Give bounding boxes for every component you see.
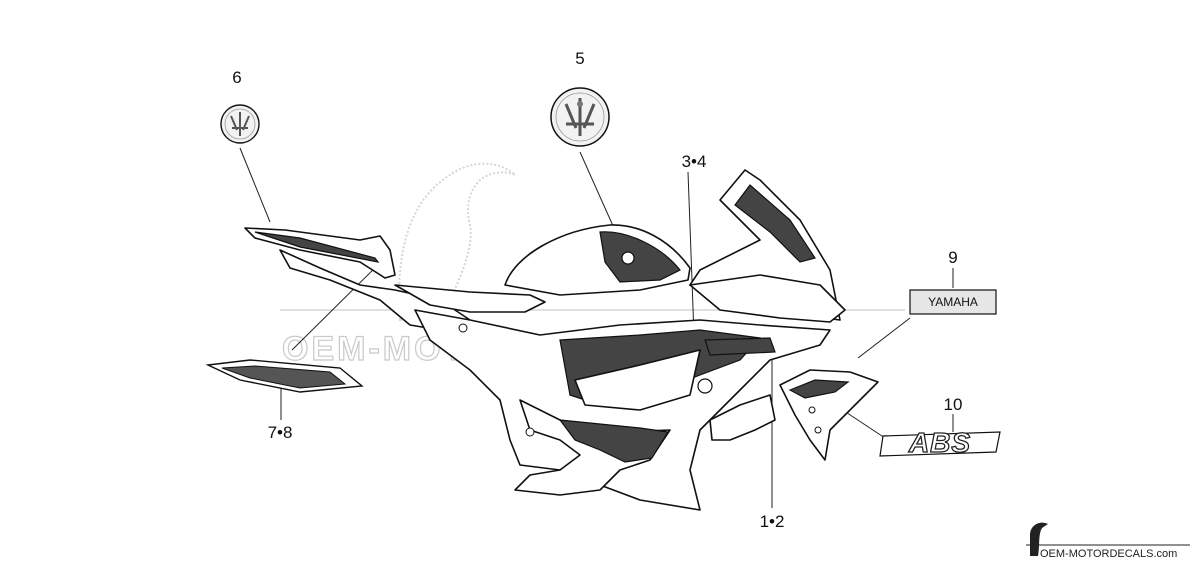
yamaha-decal-text: YAMAHA [928,295,978,309]
bird-logo-icon [1030,522,1048,556]
callout-6: 6 [232,68,241,87]
fender-stripe [788,379,850,399]
callout-3-4: 3•4 [682,152,707,171]
abs-decal-outline [879,431,1001,457]
headlight-cowl [689,274,846,323]
fairing-bolt [697,378,713,394]
tuning-fork-icon [230,112,250,136]
fender-bolt [808,406,816,414]
inner-fairing [709,394,776,441]
callout-10: 10 [944,395,963,414]
footer-logo: OEM-MOTORDECALS.com [1026,522,1190,560]
leader-lines [239,147,954,508]
fender-bolt [814,426,822,434]
tank-emblem-icon [621,251,635,265]
decal-5-emblem [550,87,610,147]
callout-9: 9 [948,248,957,267]
leader-78b [291,257,386,351]
yamaha-decal-box [909,289,997,315]
decal-9-yamaha: YAMAHA [909,289,997,315]
fairing-bolt [458,323,468,333]
fairing-stripe [734,184,816,263]
tank-panel [599,231,681,283]
decal-10-abs: ABS [879,426,1001,459]
leader-6 [239,147,271,223]
side-cover [394,284,546,313]
tail-stripe [254,231,380,263]
leader-34 [687,171,695,336]
callout-1-2: 1•2 [760,512,785,531]
callout-5: 5 [575,49,584,68]
abs-decal-text: ABS [908,427,971,458]
watermark-bird-icon [398,162,516,321]
footer-text: OEM-MOTORDECALS.com [1040,548,1177,560]
motorcycle-fairing [244,169,879,511]
tail-decal-dark [221,365,347,389]
tuning-fork-icon [564,98,596,136]
leader-9b [857,317,911,359]
callouts: 1•2 3•4 5 6 7•8 9 10 [232,49,962,531]
side-fairing-panel-light [574,349,701,411]
decal-6-emblem [220,104,260,144]
callout-7-8: 7•8 [268,423,293,442]
abs-decal-on-fairing [704,337,776,356]
fairing-bolt [525,427,535,437]
lower-fairing-panel [558,419,669,463]
decal-78-tail-stripe [205,359,364,393]
